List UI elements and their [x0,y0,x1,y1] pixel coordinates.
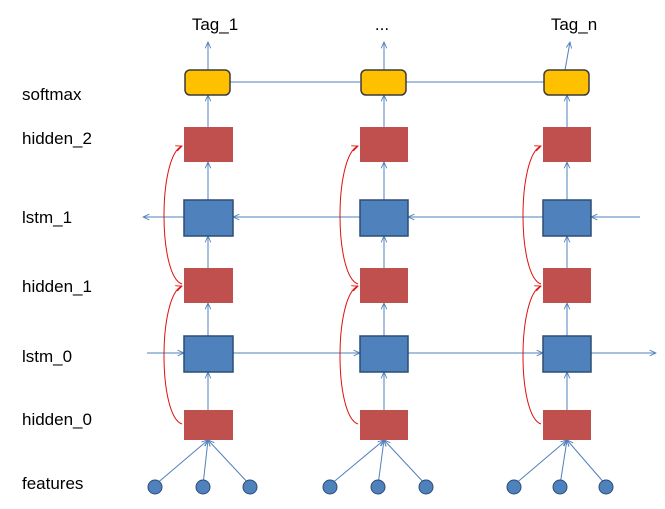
column-3 [506,42,614,495]
output-label-tag-1: Tag_1 [192,15,238,34]
softmax-node [543,69,590,96]
column-2 [322,42,434,495]
feature-node [506,479,522,495]
label-lstm-1: lstm_1 [22,208,72,227]
label-lstm-0: lstm_0 [22,347,72,366]
feature-node [552,479,568,495]
hidden-0-node [543,410,591,440]
hidden-2-node [184,127,233,162]
feature-node [195,479,211,495]
feature-node [322,479,338,495]
feature-node [242,479,258,495]
feature-node [147,479,163,495]
hidden-2-node [543,127,591,162]
lstm-1-node [359,199,409,237]
feature-node [598,479,614,495]
label-softmax: softmax [22,85,82,104]
feature-node [370,479,386,495]
output-label-ellipsis: ... [375,15,389,34]
label-hidden-1: hidden_1 [22,277,92,296]
column-1 [147,42,258,495]
hidden-0-node [184,410,233,440]
lstm-0-node [542,335,592,373]
lstm-0-node [183,335,234,373]
lstm-0-node [359,335,409,373]
lstm-1-node [183,199,234,237]
softmax-node [360,69,407,96]
lstm-1-node [542,199,592,237]
hidden-2-node [360,127,408,162]
output-label-tag-n: Tag_n [551,15,597,34]
label-hidden-0: hidden_0 [22,410,92,429]
label-hidden-2: hidden_2 [22,129,92,148]
feature-node [418,479,434,495]
softmax-node [184,69,231,96]
hidden-1-node [360,268,408,303]
label-features: features [22,474,83,493]
hidden-0-node [360,410,408,440]
hidden-1-node [184,268,233,303]
hidden-1-node [543,268,591,303]
